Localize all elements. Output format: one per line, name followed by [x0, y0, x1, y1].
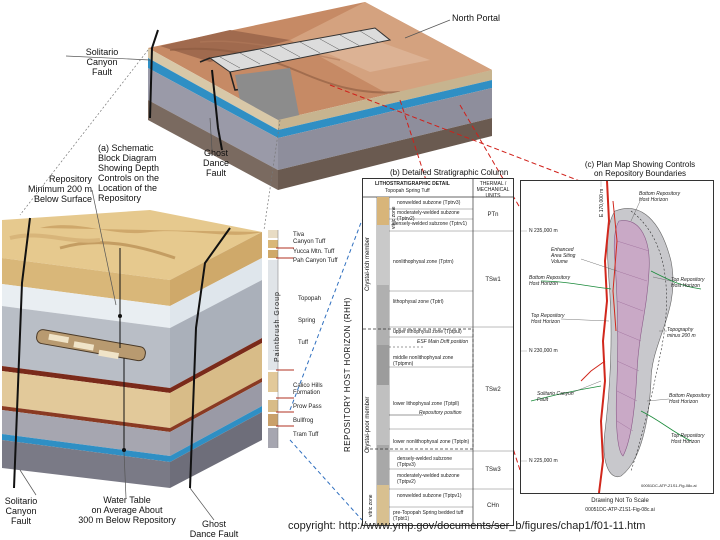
zone-tptrl: lithophysal zone (Tptrl) [393, 299, 444, 305]
zone-tptrv1: densely-welded subzone (Tptrv1) [393, 221, 473, 227]
coord-n230: N 230,000 m [529, 348, 558, 354]
panel-b-title: (b) Detailed Stratigraphic Column [390, 168, 508, 178]
panel-c-title: (c) Plan Map Showing Controls on Reposit… [560, 160, 720, 178]
rhh-label: REPOSITORY HOST HORIZON (RHH) [343, 297, 352, 452]
callout-bottom-host-2: Bottom Repository Host Horizon [529, 275, 570, 287]
vitric-zone-lower: vitric zone [368, 494, 374, 517]
thermal-tsw2: TSw2 [475, 387, 511, 394]
zone-tptpln: lower nonlithophysal zone (Tptpln) [393, 439, 469, 445]
callout-bottom-host-1: Bottom Repository Host Horizon [639, 191, 680, 203]
zone-tptpv1: nonwelded subzone (Tptpv1) [397, 493, 467, 499]
member-crystal-poor: Crystal-poor member [365, 397, 371, 453]
zone-tptrv3: nonwelded subzone (Tptrv3) [397, 200, 460, 206]
callout-topography: Topography minus 200 m [667, 327, 696, 339]
zone-tptpmn: middle nonlithophysal zone (Tptpmn) [393, 355, 463, 367]
callout-top-host-3: Top Repository Host Horizon [671, 433, 704, 445]
coord-n235: N 235,000 m [529, 228, 558, 234]
plan-map: Bottom Repository Host Horizon Enhanced … [520, 180, 714, 494]
copyright-url[interactable]: copyright: http://www.ymp.gov/documents/… [288, 520, 645, 532]
drawing-note: Drawing Not To Scale [560, 498, 680, 505]
plan-ref: 00051DC-ATP-Z1S1-Fig-08c.ai [641, 483, 697, 489]
callout-top-host-2: Top Repository Host Horizon [531, 313, 564, 325]
figure-ref: 00051DC-ATP-Z1S1-Fig-08c.ai [560, 507, 680, 514]
zone-tptpv2: moderately-welded subzone (Tptpv2) [397, 473, 467, 485]
callout-top-host-1: Top Repository Host Horizon [671, 277, 704, 289]
zone-tptpul: upper lithophysal zone (Tptpul) [393, 329, 462, 335]
callout-enhanced-area: Enhanced Area Siting Volume [551, 247, 575, 265]
thermal-chn: CHn [475, 503, 511, 510]
zone-tptpv3: densely-welded subzone (Tptpv3) [397, 456, 467, 468]
callout-bottom-host-3: Bottom Repository Host Horizon [669, 393, 710, 405]
coord-n225: N 225,000 m [529, 458, 558, 464]
zone-tptpll: lower lithophysal zone (Tptpll) [393, 401, 459, 407]
esf-main-drift: ESF Main Drift position [417, 339, 468, 345]
thermal-tsw3: TSw3 [475, 467, 511, 474]
thermal-tsw1: TSw1 [475, 277, 511, 284]
thermal-ptn: PTn [475, 212, 511, 219]
zone-tptrn: nonlithophysal zone (Tptrn) [393, 259, 454, 265]
callout-solitario: Solitario Canyon Fault [537, 391, 574, 403]
repository-position: Repository position [419, 410, 462, 416]
member-crystal-rich: Crystal-rich member [365, 237, 371, 291]
stratigraphic-column: LITHOSTRATIGRAPHIC DETAIL Topopah Spring… [362, 178, 514, 526]
coord-e170: E 170,000 m [599, 189, 605, 217]
